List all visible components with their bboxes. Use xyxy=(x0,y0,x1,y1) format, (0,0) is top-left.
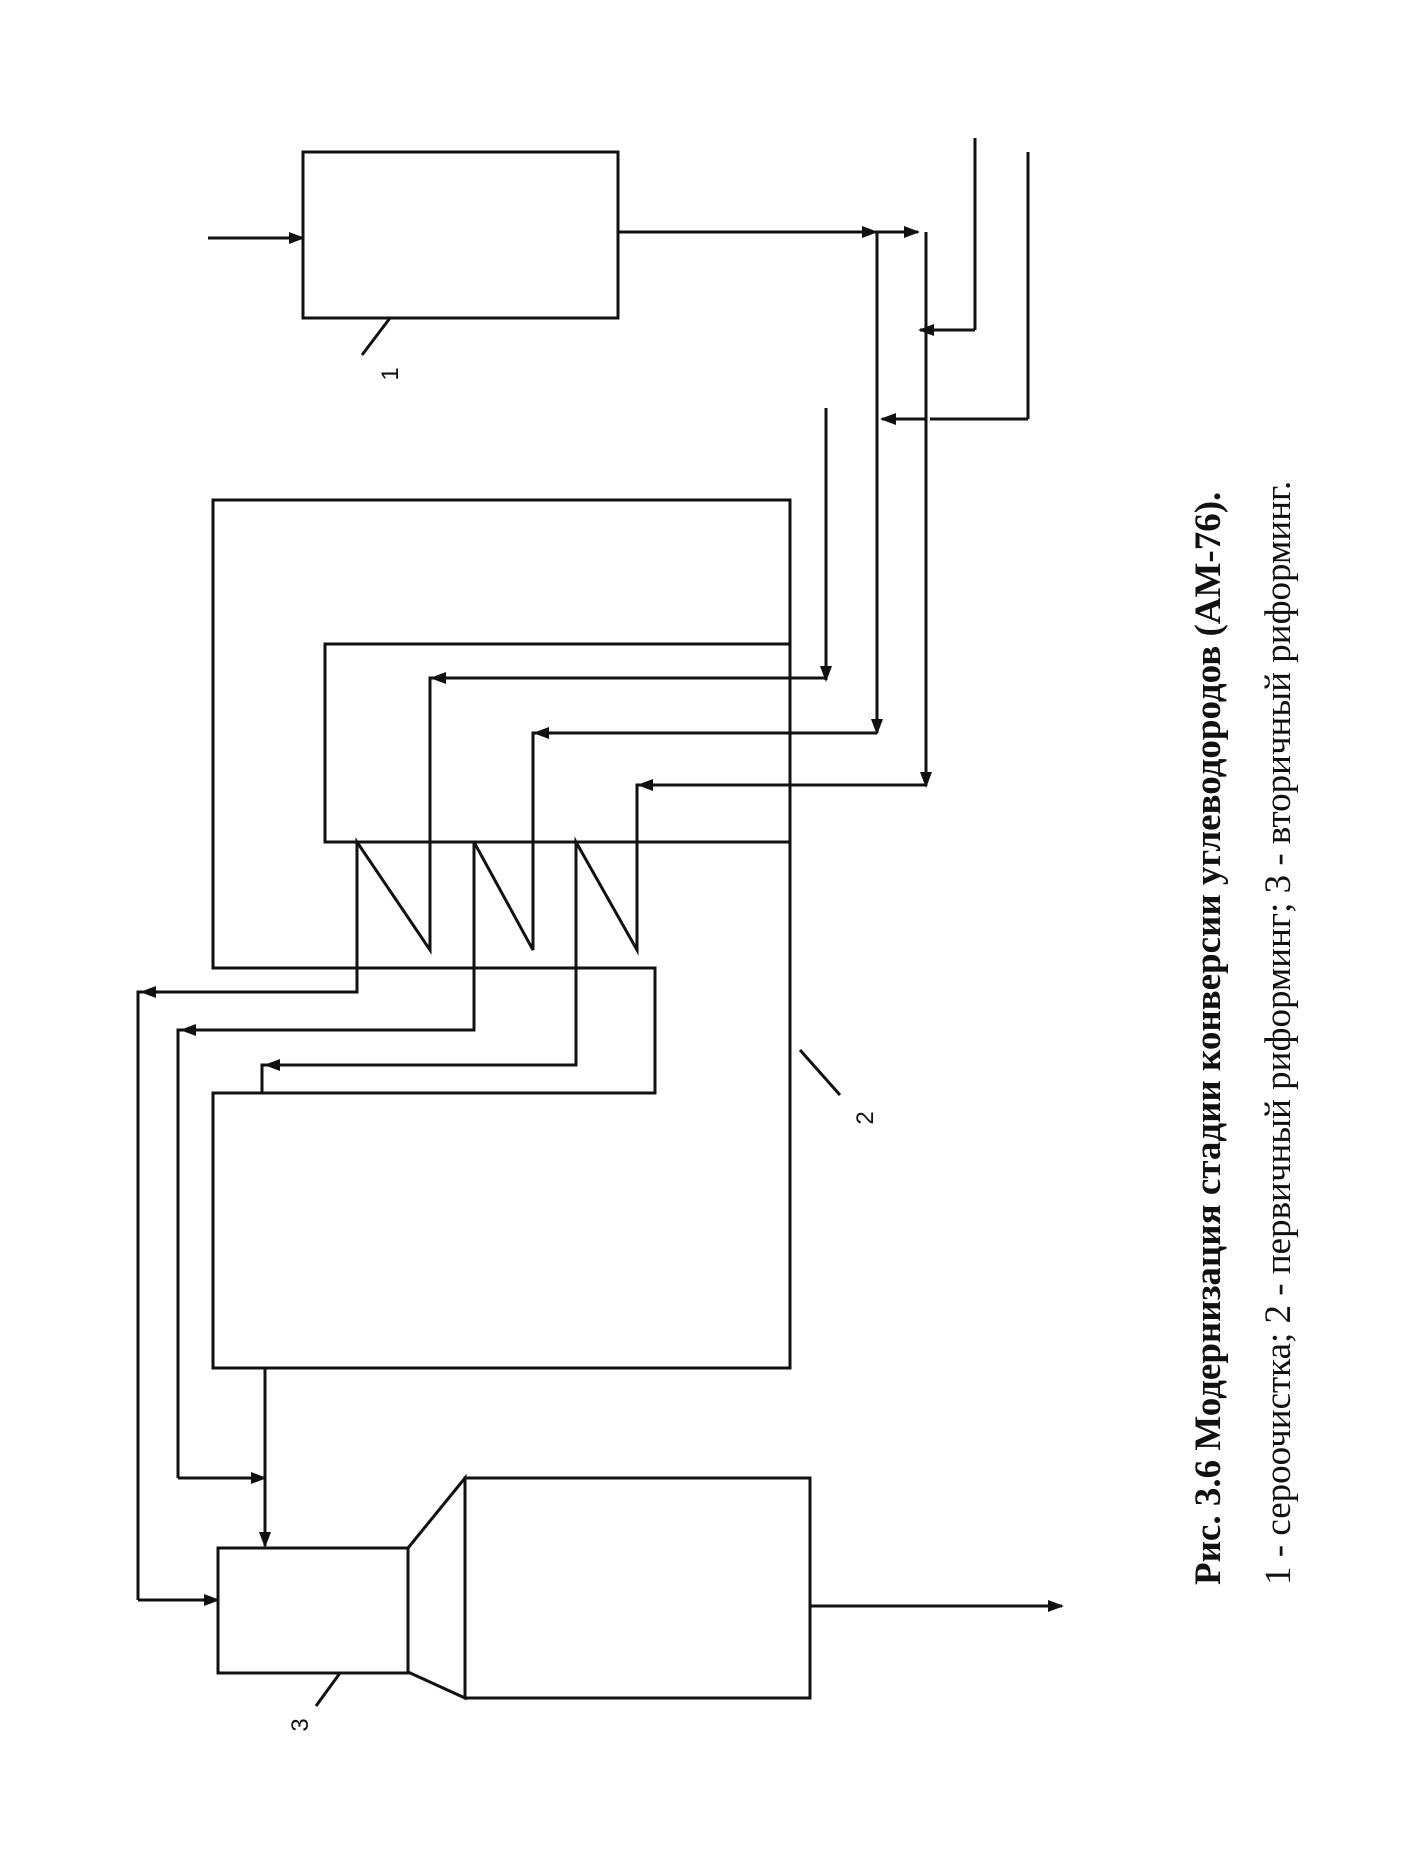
reformer-coil-3 xyxy=(574,836,639,1058)
unit-3-leader xyxy=(314,1672,342,1707)
unit-3-label: 3 xyxy=(287,1718,314,1731)
primary-reformer-convection-frame xyxy=(211,498,792,1370)
unit-1-leader xyxy=(360,317,392,356)
coil-feed-b xyxy=(531,731,877,842)
figure-caption-legend: 1 - сероочистка; 2 - первичный риформинг… xyxy=(1258,481,1299,1585)
coil-feed-c xyxy=(635,783,926,842)
coil-outlet-3 xyxy=(260,1058,578,1093)
reformer-coil-1 xyxy=(355,837,432,968)
secondary-reformer-body xyxy=(216,1546,410,1675)
coil-outlet-1 xyxy=(136,968,359,1600)
figure-caption-title: Рис. 3.6 Модернизация стадии конверсии у… xyxy=(1188,492,1229,1585)
desulfurization-unit-box xyxy=(301,150,620,320)
secondary-reformer-vessel xyxy=(463,1476,812,1700)
reformer-coil-2 xyxy=(472,841,535,1017)
coil-outlet-2 xyxy=(176,1017,476,1478)
coil-feed-a xyxy=(428,676,826,842)
secondary-reformer-transition xyxy=(406,1473,467,1701)
unit-1-label: 1 xyxy=(377,367,404,380)
unit-2-label: 2 xyxy=(852,1111,879,1124)
unit-2-leader xyxy=(798,1049,842,1096)
